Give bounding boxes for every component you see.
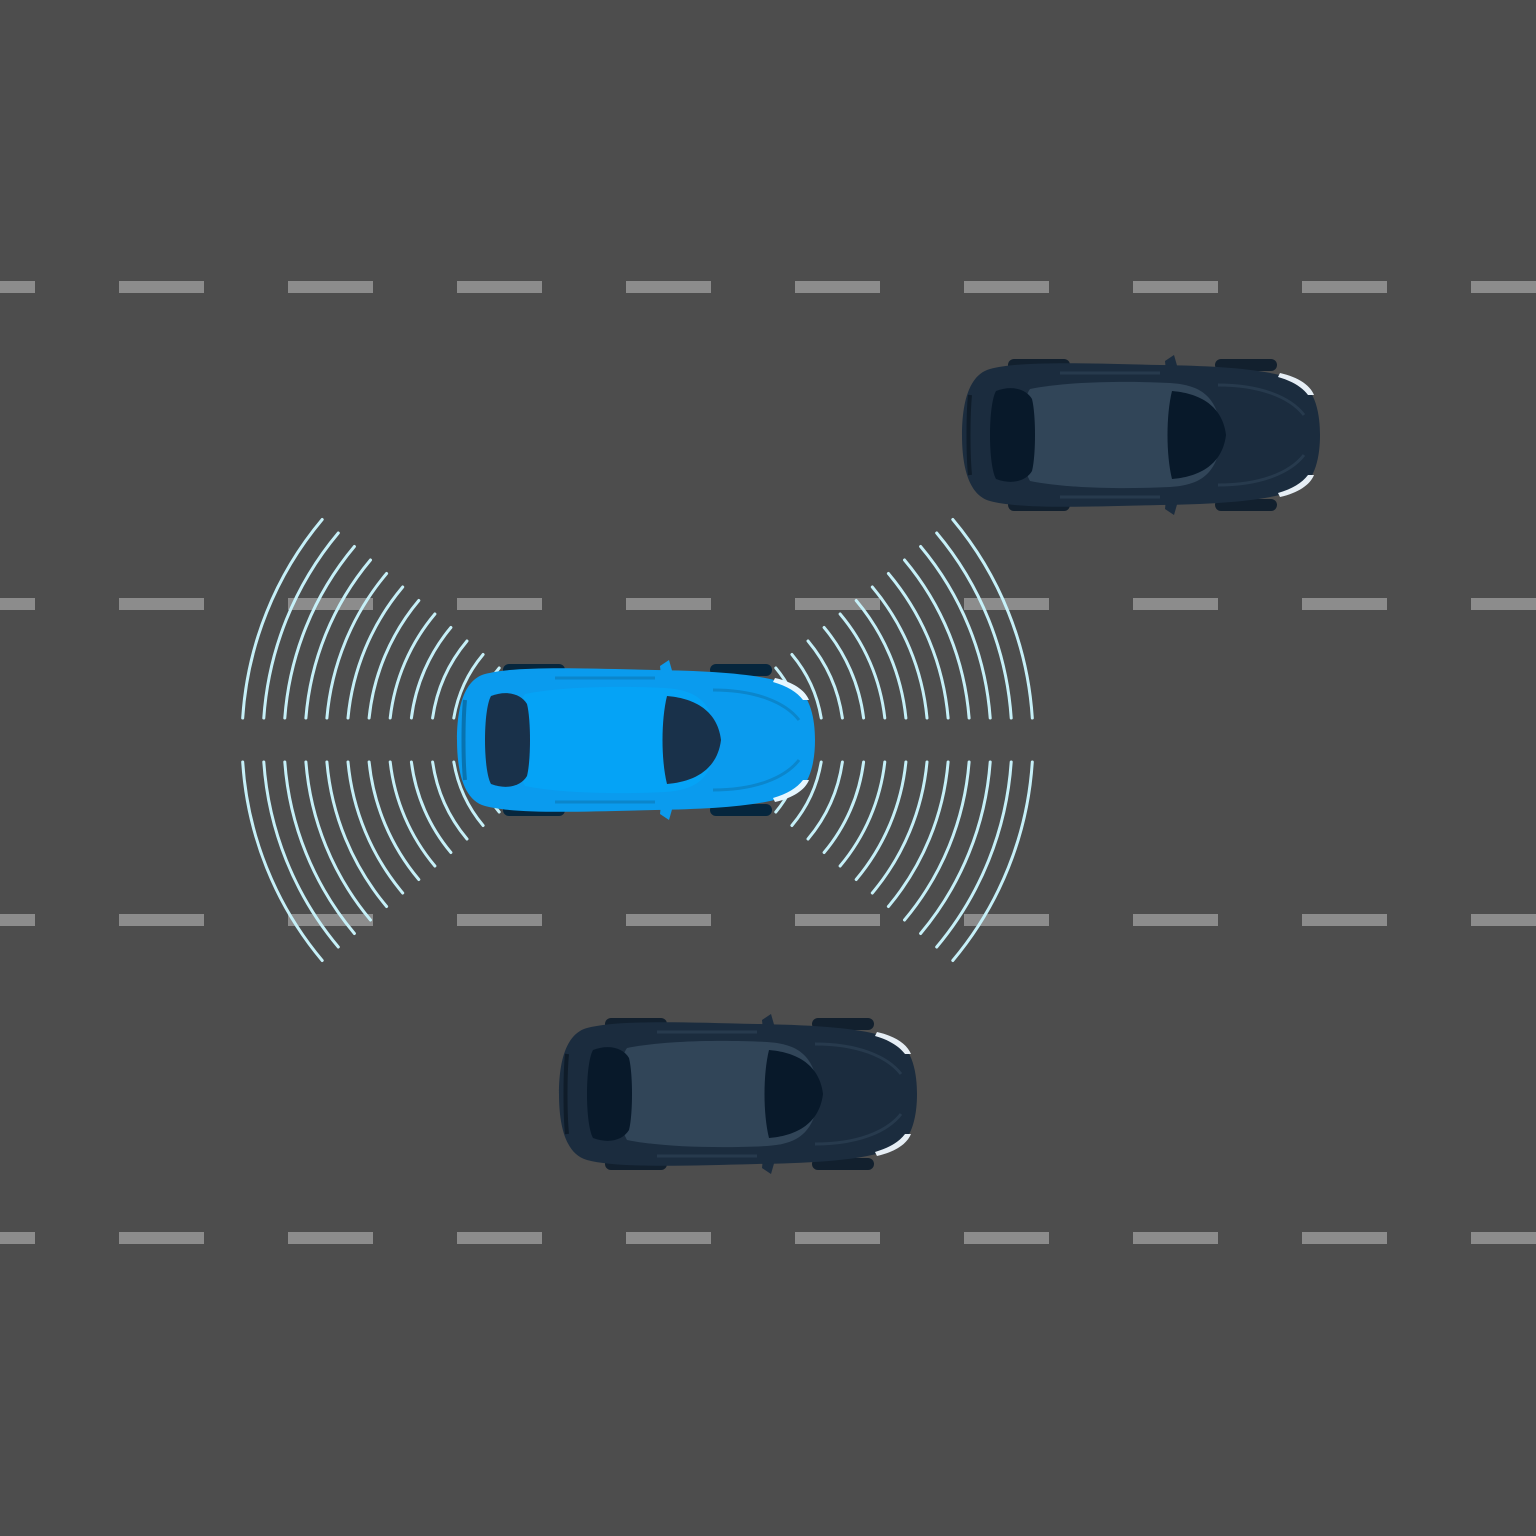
- sensor-wave-arc: [262, 531, 340, 720]
- sensor-wave-arc: [854, 599, 908, 720]
- lane-dash: [795, 1232, 880, 1244]
- sensor-wave-arc: [935, 531, 1013, 720]
- lane-dash: [1133, 914, 1218, 926]
- sensor-wave-arc: [325, 760, 389, 908]
- sensor-wave-arc: [262, 760, 340, 949]
- lane-dash: [795, 914, 880, 926]
- lane-dash: [626, 598, 711, 610]
- sensor-wave-arc: [388, 760, 437, 868]
- sensor-wave-arc: [903, 558, 971, 720]
- lane-dash: [119, 281, 204, 293]
- sensor-wave-arc: [409, 626, 453, 720]
- sensor-wave-arc: [806, 639, 844, 720]
- lane-dash: [964, 914, 1049, 926]
- sensor-wave-arc: [838, 612, 887, 720]
- lane-dash: [288, 914, 373, 926]
- lane-dash: [119, 598, 204, 610]
- lane-dash: [1471, 914, 1536, 926]
- lane-dash: [119, 914, 204, 926]
- lane-dash: [1302, 914, 1387, 926]
- sensor-wave-arc: [283, 545, 356, 720]
- lane-dash: [0, 914, 35, 926]
- lane-dash: [457, 914, 542, 926]
- sensor-wave-arc: [806, 760, 844, 841]
- sensor-wave-arc: [241, 518, 324, 720]
- lane-dash: [1302, 598, 1387, 610]
- lane-dash: [1302, 281, 1387, 293]
- sensor-wave-arc: [919, 545, 992, 720]
- sensor-wave-arc: [822, 760, 866, 854]
- lane-dash: [0, 281, 35, 293]
- sensor-wave-arc: [919, 760, 992, 935]
- lane-dash: [288, 1232, 373, 1244]
- lane-dash: [288, 598, 373, 610]
- lane-dash: [795, 281, 880, 293]
- sensor-wave-arc: [951, 760, 1034, 962]
- sensor-wave-arc: [304, 558, 372, 720]
- sensor-wave-arc: [346, 760, 405, 895]
- lane-dash: [1302, 1232, 1387, 1244]
- sensor-wave-arc: [283, 760, 356, 935]
- lane-dash: [1471, 281, 1536, 293]
- sensor-wave-arc: [790, 653, 823, 720]
- sensor-wave-arc: [409, 760, 453, 854]
- sensor-wave-arc: [367, 760, 421, 881]
- sensor-wave-arc: [854, 760, 908, 881]
- sensor-wave-arc: [241, 760, 324, 962]
- lane-dash: [964, 1232, 1049, 1244]
- lane-dash: [626, 281, 711, 293]
- ego-car-icon: [457, 660, 815, 820]
- lane-dash: [1471, 1232, 1536, 1244]
- lane-dash: [626, 914, 711, 926]
- lane-dash: [288, 281, 373, 293]
- lane-dash: [457, 1232, 542, 1244]
- lane-dash: [626, 1232, 711, 1244]
- sensor-wave-arc: [886, 572, 950, 720]
- sensor-wave-arc: [951, 518, 1034, 720]
- lane-dash: [1133, 281, 1218, 293]
- sensor-wave-arc: [838, 760, 887, 868]
- sensor-wave-arc: [870, 760, 929, 895]
- sensor-wave-arc: [388, 612, 437, 720]
- sensor-wave-arc: [304, 760, 372, 922]
- lane-dash: [1133, 598, 1218, 610]
- sensor-wave-arc: [452, 653, 485, 720]
- lane-dash: [119, 1232, 204, 1244]
- sensor-wave-arc: [431, 639, 469, 720]
- sensor-wave-arc: [367, 599, 421, 720]
- car-icon: [962, 355, 1320, 515]
- lane-dash: [457, 598, 542, 610]
- sensor-wave-arc: [346, 585, 405, 720]
- lane-dash: [0, 1232, 35, 1244]
- lane-dash: [0, 598, 35, 610]
- sensor-wave-arc: [790, 760, 823, 827]
- sensor-wave-arc: [325, 572, 389, 720]
- sensor-wave-arc: [431, 760, 469, 841]
- lane-dash: [795, 598, 880, 610]
- sensor-wave-arc: [886, 760, 950, 908]
- sensor-wave-arc: [903, 760, 971, 922]
- sensor-wave-arc: [452, 760, 485, 827]
- car-icon: [559, 1014, 917, 1174]
- lane-dash: [1471, 598, 1536, 610]
- lane-dash: [1133, 1232, 1218, 1244]
- sensor-wave-arc: [822, 626, 866, 720]
- lane-dash: [964, 281, 1049, 293]
- sensor-wave-arc: [935, 760, 1013, 949]
- lane-dash: [457, 281, 542, 293]
- sensor-wave-arc: [870, 585, 929, 720]
